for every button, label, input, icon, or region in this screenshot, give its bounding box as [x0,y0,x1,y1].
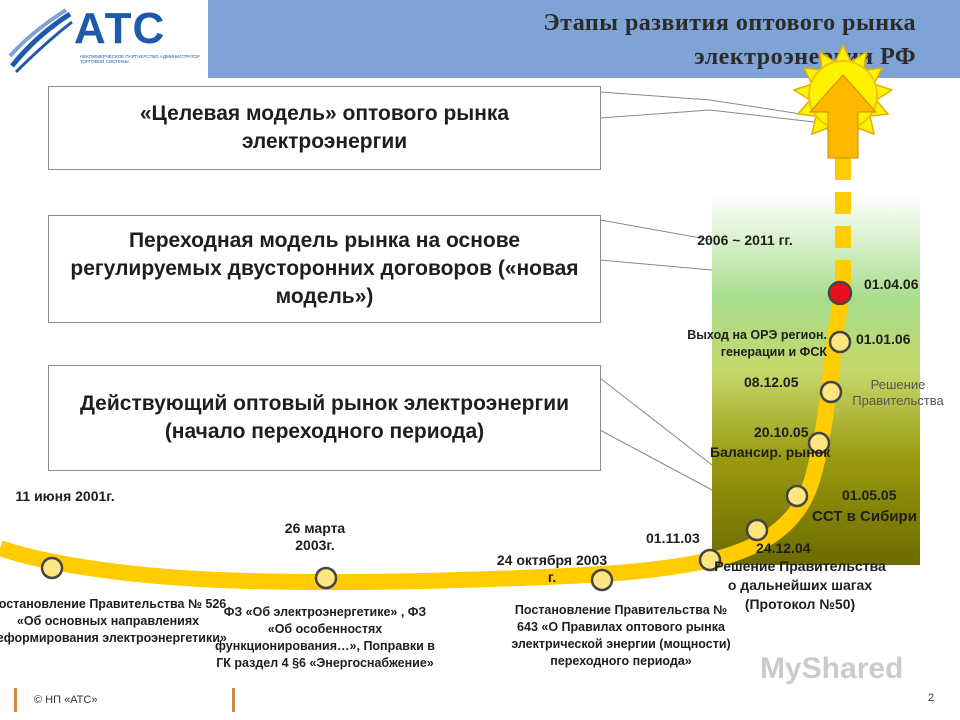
callout-current-market: Действующий оптовый рынок электроэнергии… [48,365,601,471]
milestone-date-2003-03: 26 марта 2003г. [284,520,346,553]
future-period-panel [712,195,920,297]
logo-subtext: Некоммерческое партнерство администратор… [80,54,200,64]
milestone-date-2005-05: 01.05.05 [842,487,897,503]
watermark: MyShared [760,652,904,685]
callout-pointer-transition [599,219,713,241]
milestone-date-2001: 11 июня 2001г. [15,488,115,504]
milestone-desc-2005-05: ССТ в Сибири [812,508,917,525]
page-title-line1: Этапы развития оптового рынка [543,10,916,36]
milestone-date-2005-12: 08.12.05 [744,374,799,390]
arrow-up-icon [808,74,878,159]
period-label: 2006 ~ 2011 гг. [697,232,793,248]
milestone-node [698,548,722,572]
milestone-desc-2004-12: Решение Правительства о дальнейших шагах… [714,558,886,612]
milestone-desc-2001: Постановление Правительства № 526 «Об ос… [0,597,227,645]
footer-divider [14,688,17,712]
logo-text: АТС [74,4,166,53]
milestone-node [590,568,614,592]
milestone-desc-2005-12: Решение Правительства [852,377,944,408]
milestone-date-2006-01: 01.01.06 [856,331,911,347]
callout-transition-model: Переходная модель рынка на основе регули… [48,215,601,323]
page-number: 2 [928,692,935,704]
milestone-node [40,556,64,580]
milestone-date-2003-11: 01.11.03 [646,530,700,546]
logo-swoosh-icon [8,8,73,74]
milestone-desc-2005-10: Балансир. рынок [710,444,831,460]
milestone-node [314,566,338,590]
milestone-desc-2003-03: ФЗ «Об электроэнергетике» , ФЗ «Об особе… [215,605,435,670]
milestone-node [807,431,831,455]
milestone-date-2005-10: 20.10.05 [754,424,809,440]
callout-target-model: «Целевая модель» оптового рынка электроэ… [48,86,601,170]
milestone-date-2004-12: 24.12.04 [756,540,811,556]
callout-pointer-current [599,377,713,466]
milestone-date-2006-04: 01.04.06 [864,276,919,292]
footer-copyright: © НП «АТС» [34,694,98,706]
milestone-node [745,518,769,542]
milestone-node [785,484,809,508]
milestone-node [827,280,853,306]
milestone-desc-2003-10: Постановление Правительства № 643 «О Пра… [511,603,731,668]
milestone-date-2003-10: 24 октября 2003 г. [496,552,608,585]
callout-pointer-target [599,91,841,121]
milestone-node [828,330,852,354]
milestone-node [819,380,843,404]
page-title-line2: электроэнергии РФ [694,44,916,70]
milestone-desc-2006-01: Выход на ОРЭ регион. генерации и ФСК [687,328,827,359]
